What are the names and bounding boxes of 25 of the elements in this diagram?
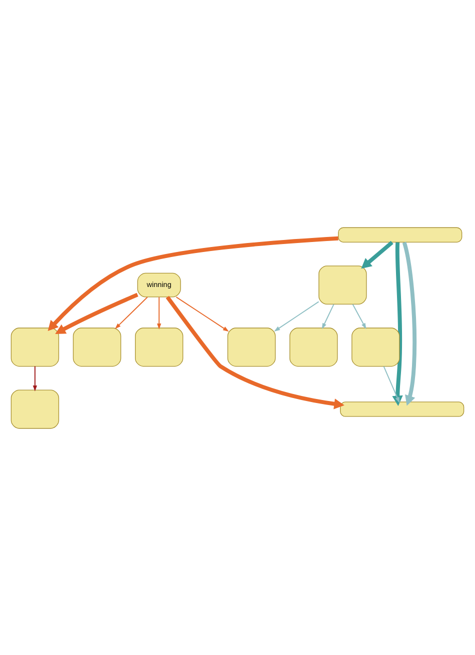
arrow	[383, 365, 400, 403]
arrow	[361, 240, 394, 268]
arrow	[48, 236, 338, 330]
arrow	[55, 292, 138, 334]
node-bar	[338, 226, 462, 242]
node-box	[10, 327, 60, 366]
node-box	[290, 327, 338, 366]
arrow	[176, 296, 229, 332]
arrow	[274, 300, 320, 331]
arrow	[392, 242, 403, 406]
node-box	[10, 389, 60, 428]
node-box	[227, 327, 276, 366]
arrow	[166, 295, 344, 409]
node-box	[352, 327, 400, 366]
node-box	[72, 327, 122, 366]
node-box	[135, 327, 184, 366]
arrow	[32, 365, 38, 391]
arrow	[322, 303, 334, 329]
arrow	[157, 296, 162, 329]
arrow	[114, 296, 148, 328]
node-bar	[340, 401, 464, 416]
arrow	[402, 241, 417, 406]
node-box: winning	[137, 272, 181, 297]
arrow	[352, 303, 366, 329]
node-box	[318, 265, 367, 304]
